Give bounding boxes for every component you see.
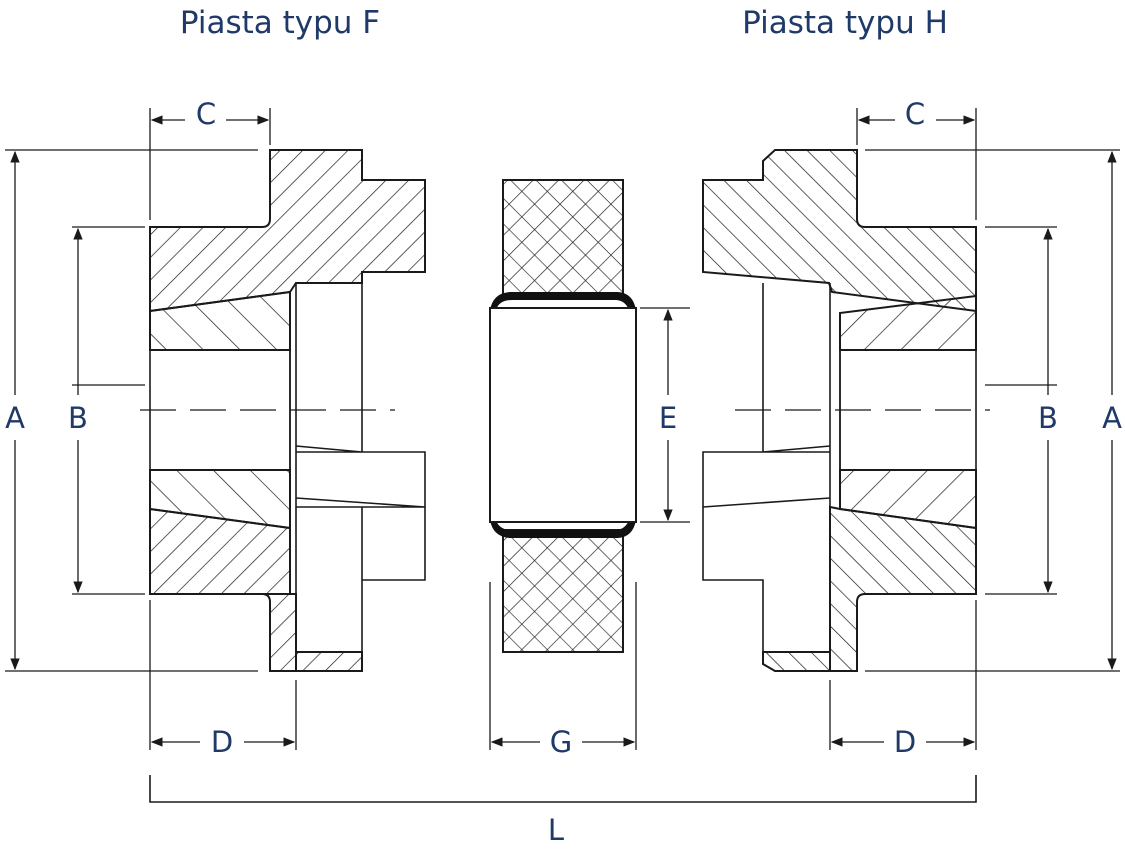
hub-h-body-lower <box>829 505 977 672</box>
dim-label-a-right: A <box>1102 401 1122 435</box>
hub-f <box>149 149 426 672</box>
title-hub-type-f: Piasta typu F <box>180 5 380 41</box>
dimension-lines <box>5 108 1120 803</box>
dim-label-a-left: A <box>5 401 25 435</box>
insert-band-upper <box>490 292 636 310</box>
hub-f-body-upper <box>149 149 426 313</box>
hub-f-outline <box>295 283 426 652</box>
hub-h-body-upper <box>702 149 977 313</box>
dim-label-d-left: D <box>211 725 233 759</box>
insert-band-lower <box>490 520 636 538</box>
title-hub-type-h: Piasta typu H <box>742 5 948 41</box>
dim-label-b-left: B <box>68 401 88 435</box>
dim-label-d-right: D <box>894 725 916 759</box>
hub-h <box>702 149 977 672</box>
dim-label-b-right: B <box>1038 401 1058 435</box>
dim-label-c-left: C <box>196 97 216 131</box>
dim-label-g: G <box>550 725 572 759</box>
dim-label-e: E <box>659 401 677 435</box>
dim-label-l: L <box>548 813 564 847</box>
insert-core <box>489 307 637 523</box>
hub-h-bushing-upper <box>839 294 977 351</box>
dim-label-c-right: C <box>905 97 925 131</box>
hub-h-outline <box>702 283 831 652</box>
insert-upper-block <box>502 179 624 299</box>
hub-h-rim-lower <box>762 651 831 672</box>
elastic-insert <box>489 179 637 653</box>
hub-f-rim-lower <box>295 651 363 672</box>
insert-lower-block <box>502 529 624 653</box>
hub-f-flange-lower <box>261 593 297 672</box>
